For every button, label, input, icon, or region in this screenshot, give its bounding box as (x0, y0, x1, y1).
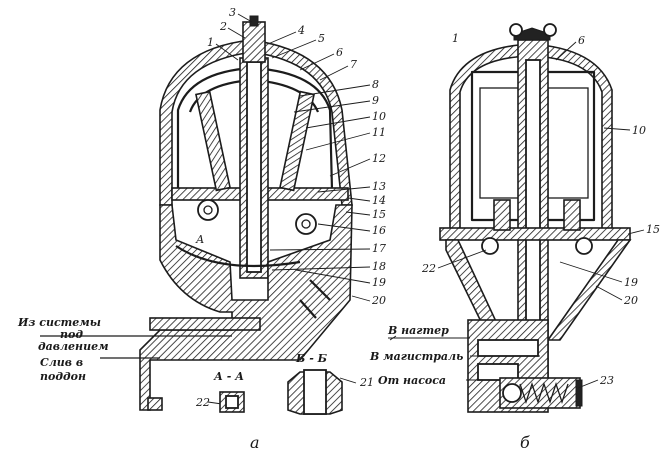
base-plate-b (439, 227, 631, 241)
jet-left (197, 199, 219, 221)
label-from-system-1: Из системы (17, 316, 101, 329)
label-11: 11 (372, 126, 386, 139)
label-14: 14 (372, 194, 386, 207)
label-22: 22 (195, 396, 210, 409)
label-17: 17 (372, 242, 386, 255)
wing-nut (513, 27, 551, 41)
view-a-labels: 3 2 1 4 5 6 7 8 9 10 11 12 13 14 15 16 1… (17, 6, 386, 452)
label-b-22: 22 (421, 262, 436, 275)
label-b-20: 20 (623, 294, 638, 307)
label-from-pump: От насоса (378, 374, 446, 387)
view-b-drawing (439, 23, 632, 413)
label-from-system-3: давлением (38, 340, 109, 353)
label-20: 20 (371, 294, 386, 307)
view-b-labels: 1 6 10 15 19 20 22 23 В нагтер В магистр… (369, 32, 660, 452)
label-from-system-2: под (60, 328, 83, 341)
label-4: 4 (297, 24, 305, 37)
label-a-marker: А (195, 233, 204, 246)
label-b-1: 1 (452, 32, 459, 45)
label-16: 16 (372, 224, 386, 237)
label-b-15: 15 (646, 223, 660, 236)
label-19: 19 (372, 276, 386, 289)
label-to-main: В магистраль (369, 350, 463, 363)
label-12: 12 (372, 152, 386, 165)
label-2: 2 (219, 20, 227, 33)
section-aa-title: А - А (213, 370, 244, 383)
label-1: 1 (207, 36, 214, 49)
label-6: 6 (336, 46, 343, 59)
inlet-channel (149, 317, 261, 331)
label-21: 21 (359, 376, 374, 389)
label-13: 13 (372, 180, 386, 193)
section-bb-title: Б - Б (295, 352, 328, 365)
view-b-letter: б (520, 433, 530, 452)
nozzle-tube-left (195, 90, 231, 192)
label-3: 3 (229, 6, 236, 19)
label-10: 10 (372, 110, 386, 123)
label-8: 8 (372, 78, 379, 91)
label-b-23: 23 (599, 374, 614, 387)
label-5: 5 (318, 32, 325, 45)
label-drain-1: Слив в (40, 356, 83, 369)
jet-b-left (481, 237, 499, 255)
label-7: 7 (350, 58, 357, 71)
label-18: 18 (372, 260, 386, 273)
view-a-letter: а (250, 433, 260, 452)
label-b-19: 19 (624, 276, 638, 289)
section-details (219, 369, 343, 415)
label-b-10: 10 (632, 124, 646, 137)
nozzle-tube-right (279, 90, 315, 192)
jet-b-right (575, 237, 593, 255)
view-a-drawing (40, 15, 353, 411)
jet-right (295, 213, 317, 235)
label-9: 9 (372, 94, 379, 107)
top-nut-a (242, 21, 266, 63)
label-to-radiator: В нагтер (387, 324, 449, 337)
label-15: 15 (372, 208, 386, 221)
label-drain-2: поддон (40, 370, 86, 383)
label-b-6: 6 (578, 34, 585, 47)
